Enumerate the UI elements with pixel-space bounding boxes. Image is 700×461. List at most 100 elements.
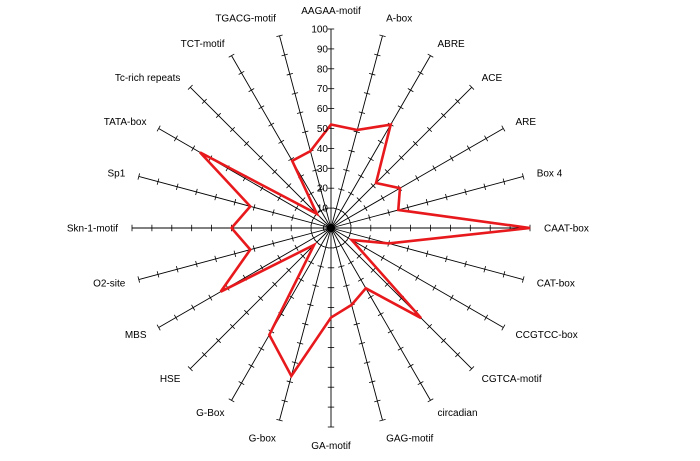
axis-tick [412, 141, 418, 147]
axis-tick [377, 139, 384, 144]
radial-tick-label: 90 [317, 44, 329, 55]
axis-tick [464, 260, 467, 268]
axis-tick [426, 323, 433, 330]
axis-tick [201, 98, 207, 104]
axis-tick [353, 322, 360, 326]
axis-tick [426, 126, 433, 133]
axis-tick [445, 255, 448, 263]
axis-tick [464, 188, 467, 196]
axis-tick [455, 352, 461, 358]
axis-tick [356, 197, 362, 203]
axis-tick [374, 399, 381, 403]
axis-tick [308, 260, 315, 265]
axis-tick [291, 214, 294, 221]
category-label: Tc-rich repeats [115, 73, 181, 84]
axis-tick [137, 276, 140, 283]
axis-tick [296, 111, 304, 114]
category-label: ARE [516, 117, 537, 128]
axis-tick [445, 193, 448, 201]
radial-tick-label: 70 [317, 84, 329, 95]
category-label: CCGTCC-box [516, 330, 578, 341]
axis-tick [156, 271, 160, 278]
chart-center [327, 224, 335, 232]
axis-tick [300, 197, 306, 203]
axis-tick [300, 253, 306, 259]
axis-tick [272, 209, 275, 216]
axis-tick [307, 303, 314, 307]
axis-tick [370, 183, 376, 189]
axis-tick [417, 381, 424, 386]
axis-tick [294, 205, 299, 212]
axis-tick [302, 322, 309, 326]
category-label: CAAT-box [544, 224, 589, 235]
axis-tick [214, 255, 217, 263]
radial-tick-label: 20 [317, 184, 329, 195]
axis-tick [425, 250, 429, 257]
category-label: GAG-motif [386, 434, 433, 445]
axis-tick [137, 173, 140, 180]
axis-tick [233, 250, 237, 257]
axis-tick [298, 277, 305, 282]
axis-tick [173, 135, 178, 142]
radial-tick-label: 80 [317, 64, 329, 75]
axis-tick [449, 294, 454, 301]
axis-tick [466, 304, 471, 311]
category-label: CGTCA-motif [482, 374, 542, 385]
axis-tick [363, 361, 371, 364]
axis-tick [208, 294, 213, 301]
axis-tick [347, 260, 354, 265]
axis-tick [272, 281, 278, 287]
axis-tick [369, 73, 376, 76]
axis-tick [427, 398, 434, 403]
axis-tick [397, 346, 404, 351]
axis-tick [469, 84, 475, 90]
axis-tick [441, 338, 447, 344]
axis-tick [187, 366, 193, 372]
axis-tick [277, 195, 282, 202]
axis-tick [281, 53, 288, 57]
axis-tick [244, 309, 250, 315]
axis-tick [302, 130, 309, 134]
axis-tick [215, 112, 221, 118]
category-label: GA-motif [311, 441, 351, 452]
axis-tick [406, 204, 410, 211]
axis-tick [229, 323, 236, 330]
category-label: ACE [482, 73, 503, 84]
axis-tick [522, 173, 525, 180]
axis-tick [296, 342, 304, 345]
axis-tick [294, 244, 299, 251]
axis-tick [156, 324, 161, 331]
axis-tick [406, 245, 410, 252]
axis-tick [191, 145, 196, 152]
axis-tick [272, 240, 275, 247]
axis-tick [343, 284, 350, 287]
axis-tick [214, 193, 217, 201]
axis-tick [502, 178, 506, 185]
axis-tick [387, 329, 394, 334]
axis-tick [248, 88, 255, 93]
axis-tick [368, 214, 371, 221]
axis-tick [156, 178, 160, 185]
radial-tick-label: 0 [322, 224, 328, 235]
axis-tick [229, 126, 236, 133]
axis-tick [483, 266, 486, 273]
axis-tick [483, 183, 486, 190]
axis-tick [449, 155, 454, 162]
axis-tick [387, 209, 390, 216]
axis-tick [277, 254, 282, 261]
category-label: MBS [125, 330, 147, 341]
axis-tick [176, 266, 179, 273]
axis-tick [215, 338, 221, 344]
axis-tick [291, 92, 299, 95]
axis-tick [417, 70, 424, 75]
axis-tick [322, 207, 330, 210]
axis-tick [156, 125, 161, 132]
axis-tick [195, 260, 198, 268]
axis-tick [379, 34, 386, 37]
radial-tick-label: 100 [311, 25, 328, 36]
axis-tick [379, 419, 386, 422]
axis-tick [502, 271, 506, 278]
radial-tick-label: 60 [317, 104, 329, 115]
axis-tick [522, 276, 525, 283]
